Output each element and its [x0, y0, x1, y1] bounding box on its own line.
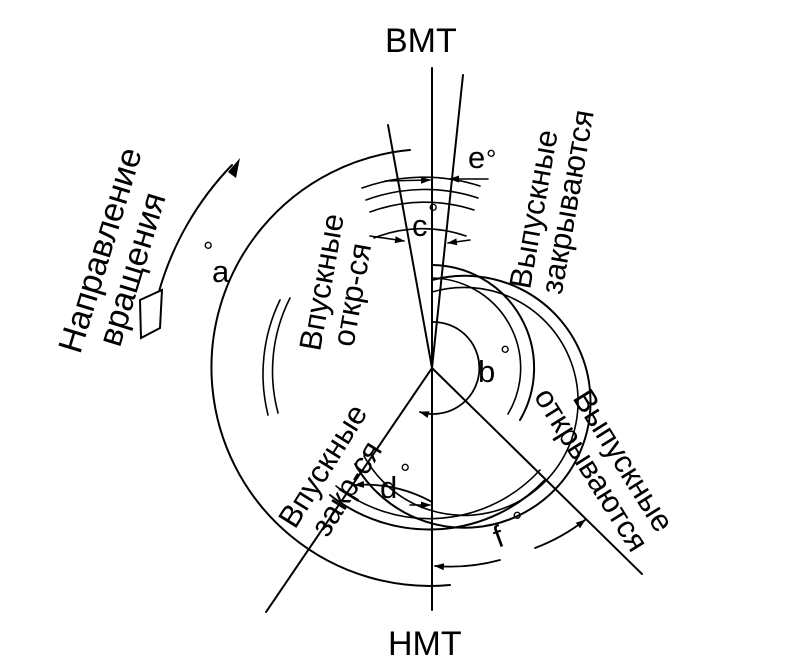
tdc-label: ВМТ: [385, 22, 457, 60]
exhaust-arc-inner: [431, 277, 522, 415]
angle-c-label: c: [412, 208, 428, 243]
angle-e-label: e: [468, 140, 485, 175]
exhaust-ring-2: [354, 274, 592, 529]
overlap-arc-3: [369, 201, 475, 213]
rotation-arrow-arc: [157, 164, 233, 296]
exhaust-ring-4: [329, 479, 546, 531]
angle-a-label: a: [212, 254, 230, 289]
d-arc-arrow: [354, 480, 433, 503]
angle-e-degree: °: [486, 144, 496, 174]
intake-close-line: [265, 367, 433, 613]
rotation-arrowhead: [138, 288, 164, 340]
overlap-arc-1: [361, 176, 481, 189]
angle-d-label: d: [380, 470, 397, 505]
e-arrow-left: [384, 176, 431, 184]
exhaust-arc-outer: [431, 264, 536, 421]
rotation-arrow-tip: [228, 158, 240, 178]
c-arrow-left: [369, 235, 405, 244]
angle-a-degree: °: [203, 236, 213, 266]
exhaust-close-line: [431, 74, 464, 369]
angle-b-degree: °: [500, 340, 510, 370]
f-arc-arrow-left: [434, 559, 501, 571]
c-arrow-right: [447, 238, 471, 246]
angle-c-degree: °: [428, 198, 438, 228]
intake-open-line: [387, 124, 433, 369]
angle-b-label: b: [478, 354, 495, 389]
angle-d-degree: °: [400, 458, 410, 488]
overlap-arc-2: [365, 188, 479, 201]
exhaust-open-line: [431, 367, 643, 575]
angle-f-degree: °: [512, 506, 522, 536]
f-arc-arrow-right: [534, 519, 586, 549]
overlap-arc-4: [373, 227, 467, 239]
b-angle-arc: [419, 321, 481, 418]
intake-arc-inner-1: [262, 299, 281, 416]
bdc-label: НМТ: [388, 625, 462, 663]
intake-arc-inner-2: [271, 297, 291, 414]
exhaust-ring-5: [335, 469, 541, 520]
intake-arc-outer: [210, 149, 451, 587]
